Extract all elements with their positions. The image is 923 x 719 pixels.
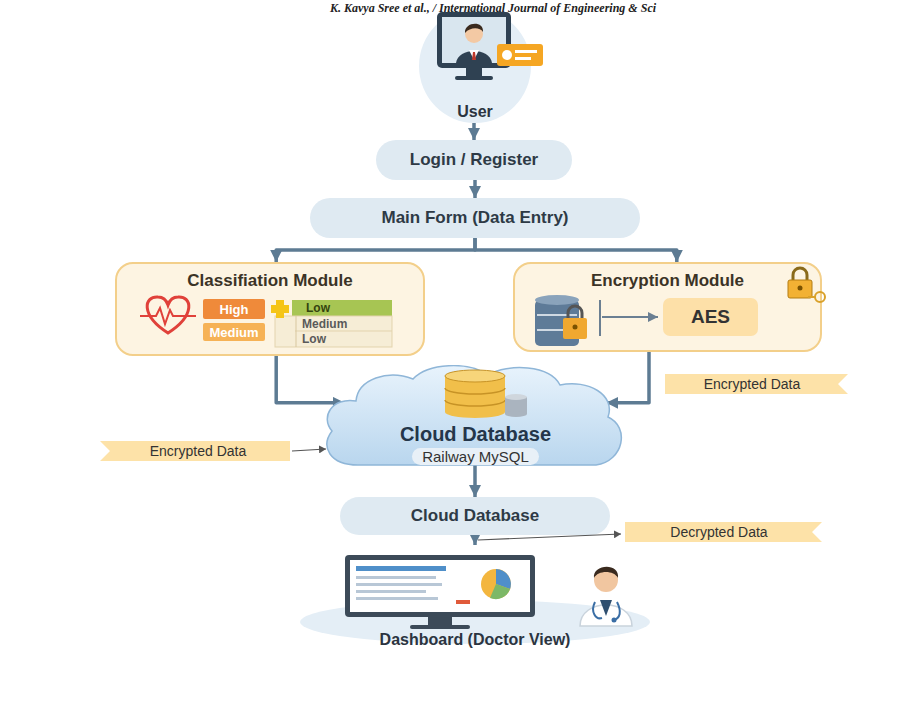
- heart-icon: [140, 297, 196, 333]
- flow-arrow: [472, 123, 476, 140]
- node-title: AES: [691, 306, 730, 328]
- flow-arrow: [473, 465, 477, 497]
- flow-arrow: [475, 238, 677, 262]
- risk-tag: Medium: [302, 317, 347, 331]
- node-title: User: [457, 103, 493, 121]
- node-title: Cloud Database: [400, 423, 551, 446]
- flow-arrow: [606, 352, 649, 403]
- node-subtitle: Railway MySQL: [412, 448, 539, 465]
- node-title: Cloud Database: [411, 506, 539, 526]
- risk-tiles: [203, 299, 392, 347]
- database-icon: [445, 370, 527, 418]
- node-title: Classifiation Module: [187, 271, 352, 291]
- risk-tag: Medium: [209, 325, 258, 340]
- dashboard-illustration: [300, 555, 650, 644]
- flow-arrow: [276, 356, 345, 403]
- database-lock-icon: [535, 295, 658, 346]
- data-tag: Encrypted Data: [704, 376, 801, 392]
- risk-tag: High: [220, 302, 249, 317]
- node-title: Encryption Module: [591, 271, 744, 291]
- journal-header: K. Kavya Sree et al., / International Jo…: [330, 1, 656, 16]
- cloud-database: Cloud DatabaseRailway MySQL: [318, 365, 633, 470]
- user-icon: [419, 9, 543, 123]
- dashboard-node: Dashboard (Doctor View): [315, 545, 635, 655]
- flow-arrow: [276, 238, 475, 262]
- data-tag: Encrypted Data: [150, 443, 247, 459]
- algorithm-box: AES: [663, 298, 758, 336]
- process-box: Login / Register: [376, 140, 572, 180]
- data-tag: Decrypted Data: [670, 524, 767, 540]
- module-panel: Classifiation Module: [115, 262, 425, 356]
- lock-icon: [788, 268, 825, 302]
- process-box: Cloud Database: [340, 497, 610, 535]
- flow-arrow: [473, 535, 477, 545]
- node-title: Main Form (Data Entry): [381, 208, 568, 228]
- node-title: Dashboard (Doctor View): [380, 631, 571, 649]
- user-node: User: [420, 6, 530, 123]
- node-title: Login / Register: [410, 150, 538, 170]
- module-panel: Encryption ModuleAES: [513, 262, 822, 352]
- risk-tag: Low: [302, 332, 326, 346]
- flow-arrow: [473, 180, 477, 198]
- process-box: Main Form (Data Entry): [310, 198, 640, 238]
- data-tags: [100, 374, 848, 542]
- risk-tag: Low: [306, 301, 330, 315]
